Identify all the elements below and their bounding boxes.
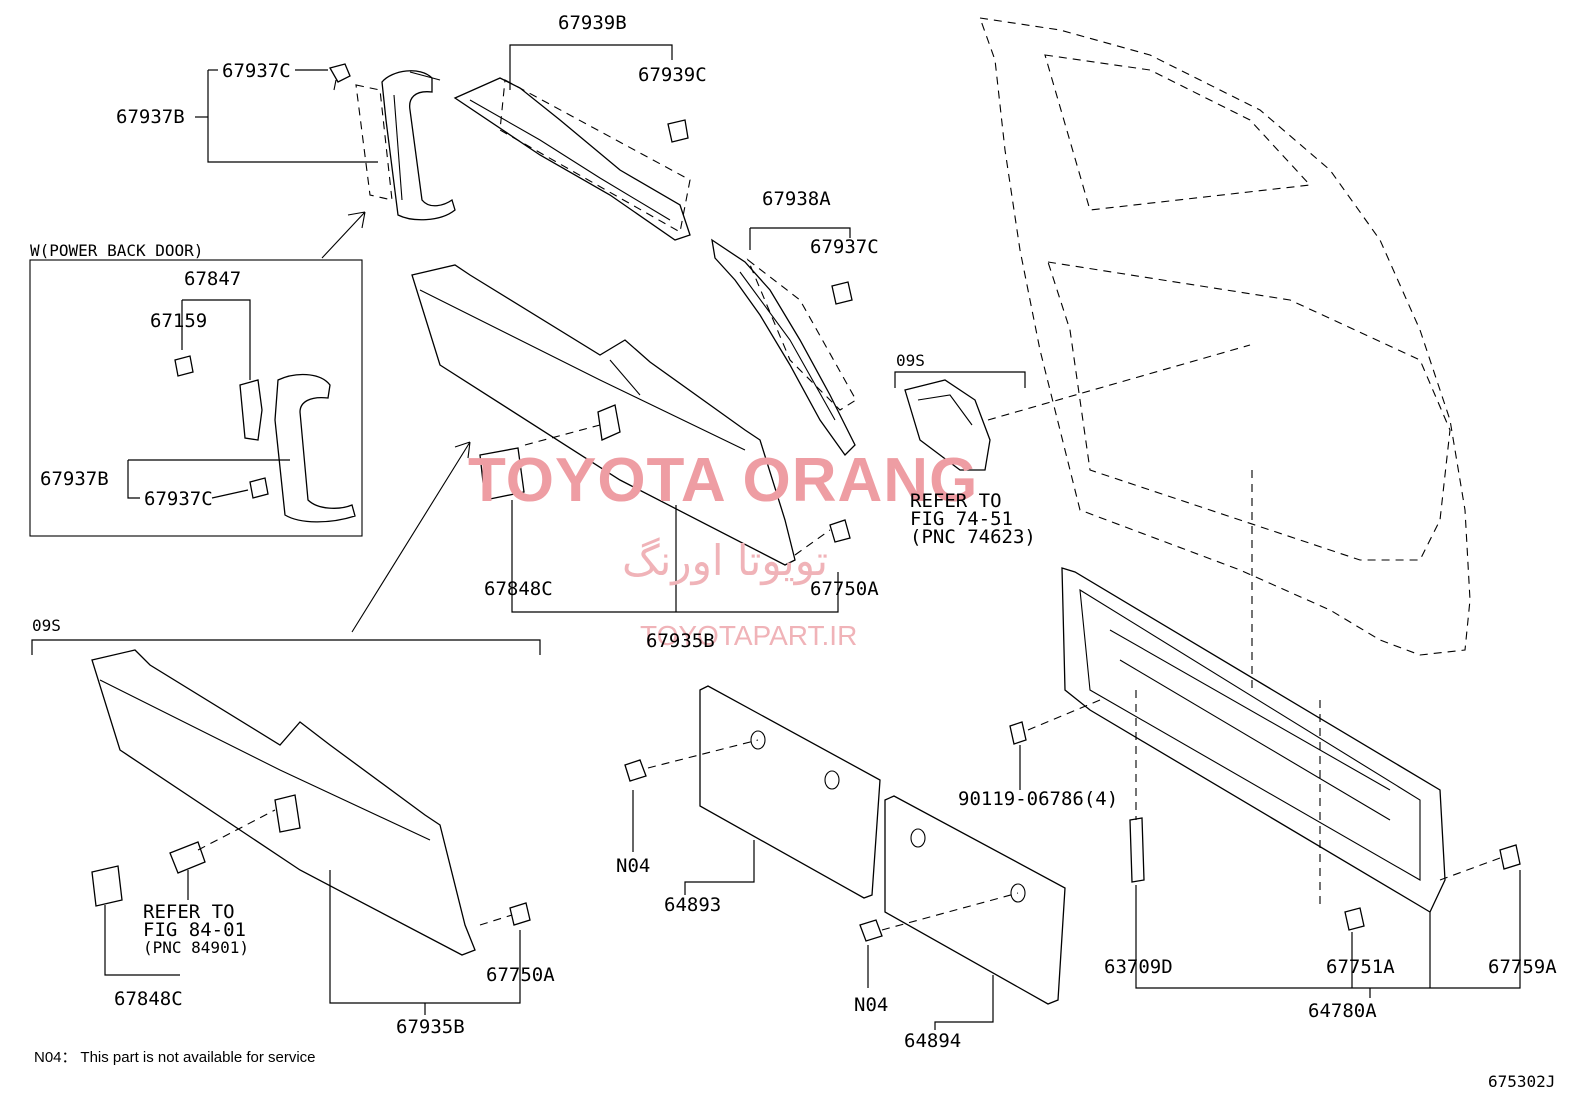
label-90119: 90119-06786(4) bbox=[958, 788, 1119, 810]
label-67751A: 67751A bbox=[1326, 956, 1395, 978]
bracket-refer-74 bbox=[904, 379, 991, 471]
clip-67937C-mid bbox=[831, 281, 853, 305]
label-67938A: 67938A bbox=[762, 188, 831, 210]
back-door-outline bbox=[979, 17, 1471, 656]
label-67759A: 67759A bbox=[1488, 956, 1557, 978]
watermark-main: TOYOTA ORANG bbox=[468, 446, 979, 515]
bolt-90119 bbox=[1009, 721, 1027, 745]
label-64780A: 64780A bbox=[1308, 1000, 1377, 1022]
label-N04-a: N04 bbox=[616, 855, 651, 877]
clip-67750A-top bbox=[829, 519, 851, 543]
label-67159: 67159 bbox=[150, 310, 208, 332]
clip-67159 bbox=[174, 355, 194, 377]
refer-74-line3: (PNC 74623) bbox=[910, 526, 1036, 548]
label-67937C-mid: 67937C bbox=[810, 236, 879, 258]
label-67937B-top: 67937B bbox=[116, 106, 185, 128]
label-67847: 67847 bbox=[184, 268, 242, 290]
cover-67848C-top bbox=[479, 447, 525, 501]
clip-67751A bbox=[1344, 907, 1365, 931]
panel-64893 bbox=[699, 685, 881, 899]
pillar-trim-67938A bbox=[711, 238, 857, 457]
door-trim-64780A bbox=[1061, 567, 1446, 913]
power-back-door-box bbox=[29, 259, 363, 537]
cover-67848C-bottom bbox=[91, 865, 123, 907]
label-64894: 64894 bbox=[904, 1030, 962, 1052]
pillar-trim-67937B bbox=[355, 70, 456, 221]
clip-67937C-top bbox=[329, 63, 351, 91]
label-67935B-bottom: 67935B bbox=[396, 1016, 465, 1038]
label-power-back-door: W(POWER BACK DOOR) bbox=[30, 241, 204, 260]
clip-67759A bbox=[1499, 844, 1521, 870]
refer-84-line2: FIG 84-01 bbox=[143, 919, 246, 941]
refer-74-line2: FIG 74-51 bbox=[910, 508, 1013, 530]
label-67750A-bottom: 67750A bbox=[486, 964, 555, 986]
label-67848C-top: 67848C bbox=[484, 578, 553, 600]
label-09S-right: 09S bbox=[896, 351, 925, 370]
label-N04-b: N04 bbox=[854, 994, 889, 1016]
arrows bbox=[321, 211, 471, 633]
upper-garnish-67939B bbox=[453, 77, 691, 241]
lower-trim-67935B-top bbox=[411, 264, 796, 566]
label-67939C: 67939C bbox=[638, 64, 707, 86]
bracket-63709D bbox=[1129, 817, 1145, 883]
clip-67937C-box bbox=[249, 477, 269, 499]
refer-84-line1: REFER TO bbox=[143, 901, 235, 923]
clip-67939C bbox=[667, 119, 689, 143]
label-67937B-box: 67937B bbox=[40, 468, 109, 490]
label-67848C-bottom: 67848C bbox=[114, 988, 183, 1010]
watermark-persian: تویوتا اورنگ bbox=[622, 536, 829, 585]
panel-64894 bbox=[884, 795, 1066, 1005]
label-64893: 64893 bbox=[664, 894, 722, 916]
connector-refer-84 bbox=[169, 841, 206, 874]
label-67937C-box: 67937C bbox=[144, 488, 213, 510]
leader-lines bbox=[31, 44, 1521, 1030]
lower-trim-67935B-bottom bbox=[91, 649, 476, 956]
bracket-67847 bbox=[239, 379, 263, 441]
refer-74-line1: REFER TO bbox=[910, 490, 1002, 512]
label-09S-left: 09S bbox=[32, 616, 61, 635]
footnote: N04： This part is not available for serv… bbox=[34, 1049, 316, 1066]
figure-code: 675302J bbox=[1488, 1072, 1556, 1091]
refer-84-line3: (PNC 84901) bbox=[143, 938, 249, 957]
clip-N04-a bbox=[624, 759, 647, 782]
clip-N04-b bbox=[859, 919, 883, 942]
watermark-url: TOYOTAPART.IR bbox=[640, 620, 858, 651]
label-67939B: 67939B bbox=[558, 12, 627, 34]
label-67935B-top: 67935B bbox=[646, 630, 715, 652]
pillar-trim-67937B-box bbox=[274, 373, 356, 523]
clip-67750A-bottom bbox=[509, 902, 531, 926]
label-67750A-top: 67750A bbox=[810, 578, 879, 600]
label-63709D: 63709D bbox=[1104, 956, 1173, 978]
label-67937C-top: 67937C bbox=[222, 60, 291, 82]
